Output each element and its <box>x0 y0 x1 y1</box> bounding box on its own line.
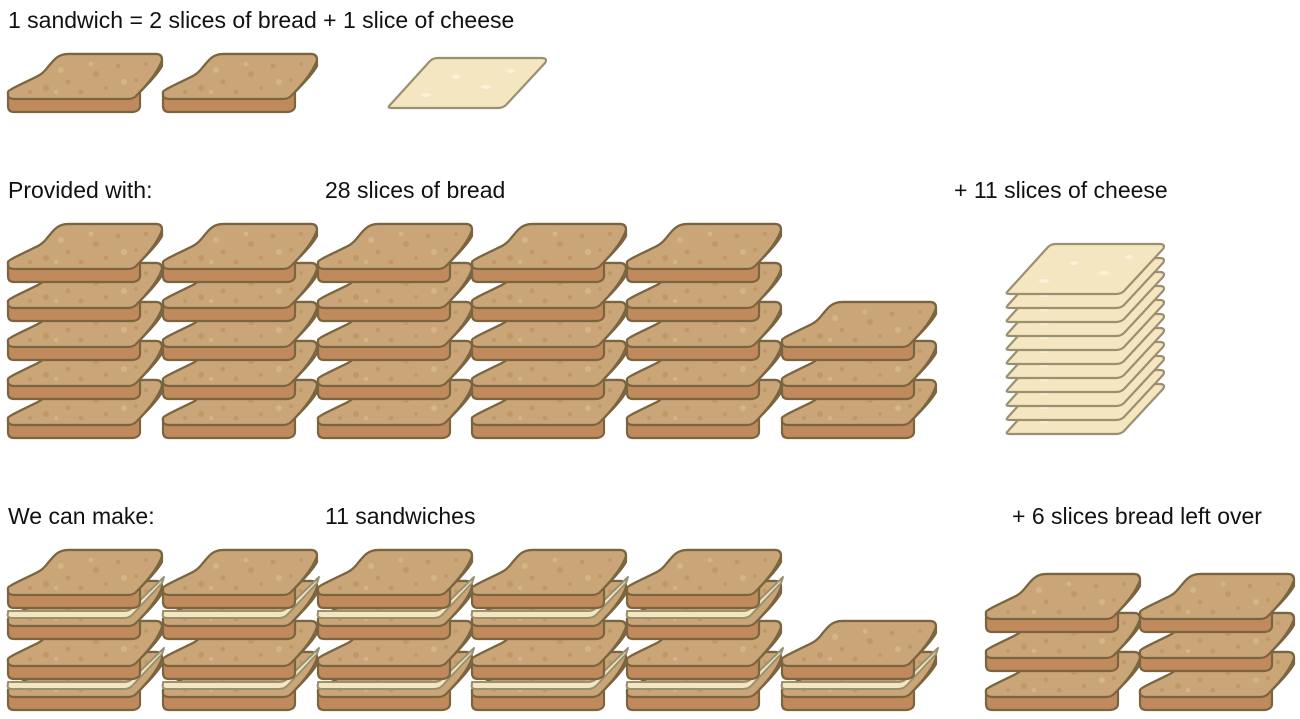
sandwich-count-label: 11 sandwiches <box>325 503 476 529</box>
provided-cheese-stack <box>1005 242 1166 436</box>
bread-count-label: 28 slices of bread <box>325 177 506 203</box>
equation-bread-1 <box>6 52 164 114</box>
leftover-label: + 6 slices bread left over <box>1012 503 1262 529</box>
provided-label: Provided with: <box>8 177 153 203</box>
cheese-count-label: + 11 slices of cheese <box>954 177 1168 203</box>
provided-bread-stacks <box>6 222 938 440</box>
equation-bread-2 <box>161 52 319 114</box>
sandwich-stacks <box>6 548 939 712</box>
result-label: We can make: <box>8 503 155 529</box>
equation-text: 1 sandwich = 2 slices of bread + 1 slice… <box>8 7 515 33</box>
leftover-bread-stacks <box>984 572 1296 712</box>
equation-cheese <box>387 56 548 110</box>
